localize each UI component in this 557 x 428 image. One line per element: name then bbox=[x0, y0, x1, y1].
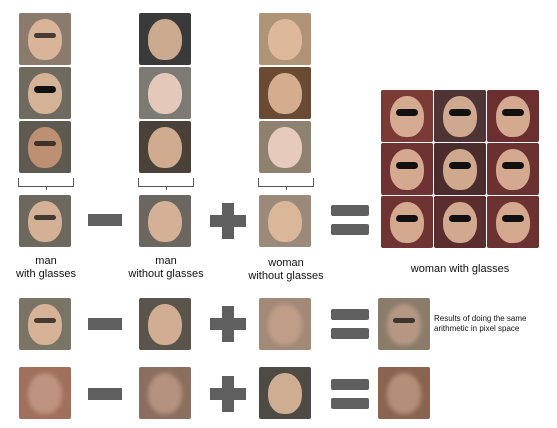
woman-no-glasses-sample-3 bbox=[259, 121, 311, 173]
woman-no-glasses-sample-2 bbox=[259, 67, 311, 119]
equals-operator-3 bbox=[331, 379, 369, 409]
man-no-glasses-sample-3 bbox=[139, 121, 191, 173]
label-woman-without-glasses: woman without glasses bbox=[240, 257, 332, 283]
equals-operator-2 bbox=[331, 309, 369, 339]
label-line: man bbox=[155, 255, 177, 267]
man-glasses-sample-2 bbox=[19, 67, 71, 119]
label-line: with glasses bbox=[16, 268, 76, 280]
pixel-row2-woman-b bbox=[139, 367, 191, 419]
bracket-woman-no-glasses bbox=[258, 178, 314, 190]
pixel-row1-result bbox=[378, 298, 430, 350]
pixel-row2-result bbox=[378, 367, 430, 419]
man-glasses-sample-3 bbox=[19, 121, 71, 173]
label-man-without-glasses: man without glasses bbox=[120, 255, 212, 281]
pixel-row1-woman-without-glasses bbox=[259, 298, 311, 350]
label-line: man bbox=[35, 255, 57, 267]
pixel-row1-man-glasses bbox=[19, 298, 71, 350]
avg-woman-without-glasses bbox=[259, 195, 311, 247]
man-no-glasses-sample-2 bbox=[139, 67, 191, 119]
minus-operator-3 bbox=[88, 388, 122, 400]
bracket-man-glasses bbox=[18, 178, 74, 190]
result-woman-glasses-6 bbox=[487, 143, 539, 195]
label-line: woman bbox=[268, 257, 304, 269]
avg-man-with-glasses bbox=[19, 195, 71, 247]
result-woman-glasses-1 bbox=[381, 90, 433, 142]
pixel-row2-woman-a bbox=[19, 367, 71, 419]
equals-operator-1 bbox=[331, 205, 369, 235]
result-woman-glasses-4 bbox=[381, 143, 433, 195]
man-glasses-sample-1 bbox=[19, 13, 71, 65]
man-no-glasses-sample-1 bbox=[139, 13, 191, 65]
woman-no-glasses-sample-1 bbox=[259, 13, 311, 65]
result-woman-glasses-5 bbox=[434, 143, 486, 195]
plus-operator-3 bbox=[210, 376, 246, 412]
minus-operator-2 bbox=[88, 318, 122, 330]
result-woman-glasses-2 bbox=[434, 90, 486, 142]
result-woman-glasses-7 bbox=[381, 196, 433, 248]
label-line: without glasses bbox=[248, 270, 324, 282]
bracket-man-no-glasses bbox=[138, 178, 194, 190]
pixel-row2-man bbox=[259, 367, 311, 419]
plus-operator-1 bbox=[210, 203, 246, 239]
minus-operator-1 bbox=[88, 214, 122, 226]
label-line: without glasses bbox=[128, 268, 204, 280]
plus-operator-2 bbox=[210, 306, 246, 342]
note-line: arithmetic in pixel space bbox=[434, 324, 520, 333]
result-woman-glasses-3 bbox=[487, 90, 539, 142]
pixel-row1-man-without-glasses bbox=[139, 298, 191, 350]
note-line: Results of doing the same bbox=[434, 314, 527, 323]
avg-man-without-glasses bbox=[139, 195, 191, 247]
label-man-with-glasses: man with glasses bbox=[10, 255, 82, 281]
result-woman-glasses-8 bbox=[434, 196, 486, 248]
pixel-space-note: Results of doing the same arithmetic in … bbox=[434, 314, 556, 334]
result-woman-glasses-9 bbox=[487, 196, 539, 248]
label-woman-with-glasses: woman with glasses bbox=[410, 263, 510, 275]
